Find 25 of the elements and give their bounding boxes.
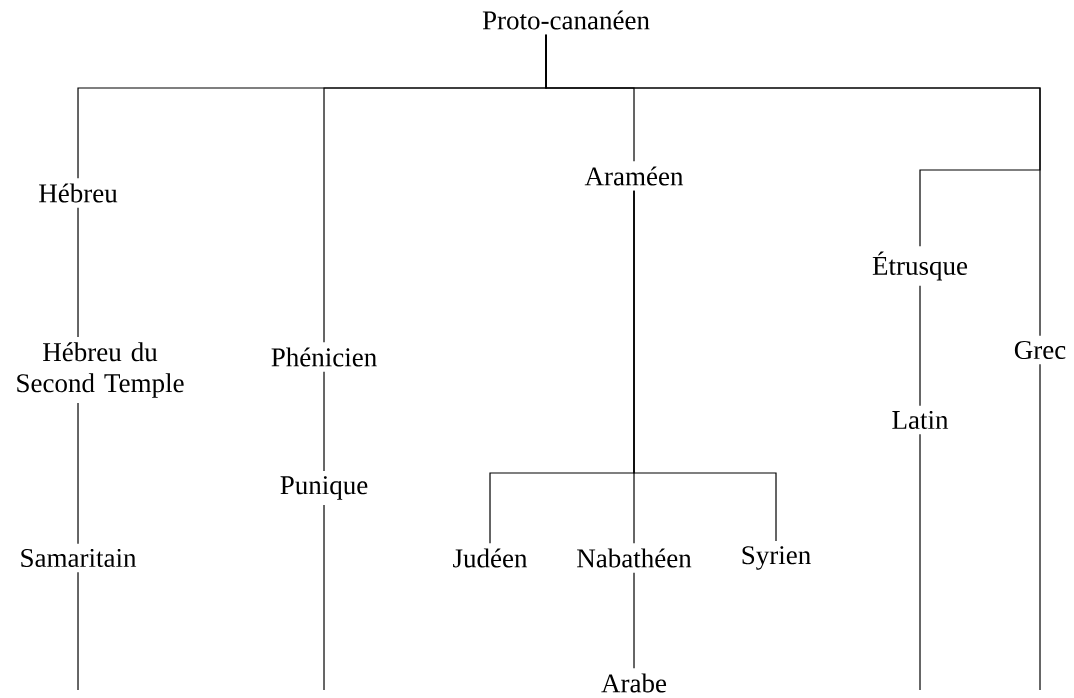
language-label: Étrusque [872, 251, 968, 281]
language-label: Judéen [453, 548, 528, 568]
language-label: Hébreu du Second Temple [17, 342, 184, 398]
language-label: Latin [892, 410, 949, 430]
tree-line [633, 190, 777, 542]
language-label: Syrien [742, 546, 811, 570]
tree-line [919, 285, 921, 407]
language-label: Phénicien [271, 347, 377, 367]
tree-line [633, 572, 635, 669]
tree-line [77, 402, 79, 545]
tree-line [77, 571, 79, 691]
tree-line [919, 433, 921, 691]
language-label: Hébreu [39, 183, 118, 203]
language-label: Araméen [584, 166, 684, 186]
language-label: Punique [280, 476, 368, 500]
language-label: Grec [1014, 340, 1066, 360]
tree-line [1039, 363, 1041, 691]
tree-line [545, 34, 1041, 337]
tree-line [77, 207, 79, 338]
tree-line [323, 371, 325, 472]
language-label: Nabathéen [577, 548, 692, 568]
language-label: Proto-cananéen [482, 10, 650, 30]
language-label: Arabe [601, 673, 667, 693]
tree-line [323, 504, 325, 691]
language-label: Samaritain [21, 548, 137, 568]
